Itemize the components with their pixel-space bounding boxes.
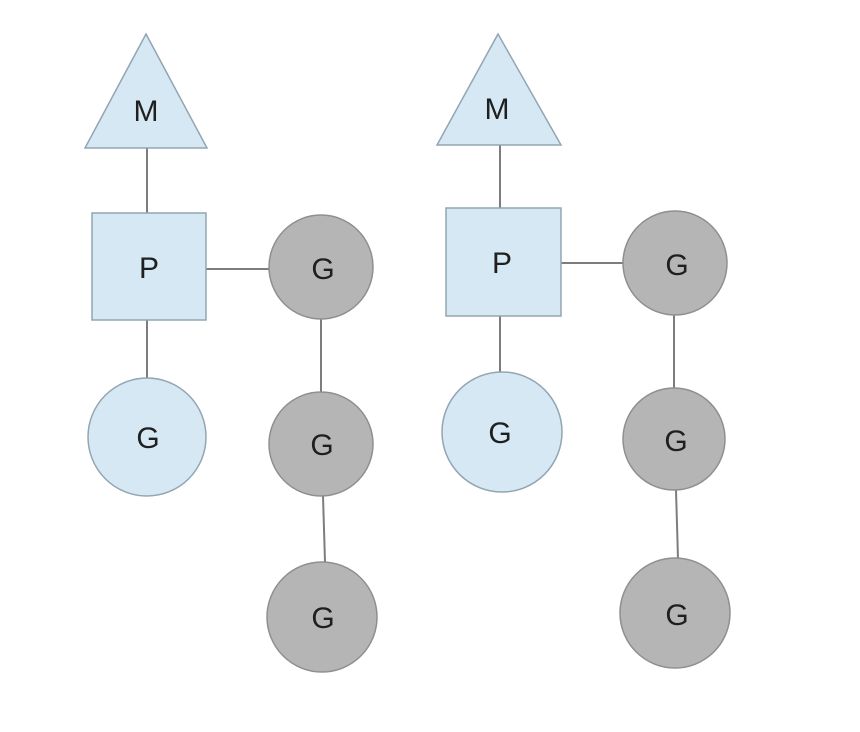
mother-label: M: [134, 95, 159, 128]
relative-2-label: G: [310, 429, 333, 462]
relative-3-label: G: [665, 599, 688, 632]
edge-relative2-relative3: [322, 495, 326, 563]
relative-circle-1: [268, 214, 374, 320]
relative-circle-3: [619, 557, 731, 669]
edge-relative2-relative3: [675, 489, 679, 560]
proband-label: P: [492, 247, 512, 280]
mother-triangle: [83, 32, 209, 149]
pedigree-1: M P G G G G: [83, 32, 378, 673]
relative-circle-2: [268, 391, 374, 497]
pedigree-2: M P G G G G: [435, 32, 731, 669]
relative-circle-3: [266, 561, 378, 673]
mother-label: M: [485, 93, 510, 126]
relative-1-label: G: [311, 253, 334, 286]
proband-label: P: [139, 252, 159, 285]
mother-triangle: [435, 32, 563, 146]
child-label: G: [488, 417, 511, 450]
relative-2-label: G: [664, 425, 687, 458]
relative-3-label: G: [311, 602, 334, 635]
relative-circle-1: [622, 210, 728, 316]
proband-square: [91, 212, 207, 321]
child-circle: [441, 371, 563, 493]
relative-1-label: G: [665, 249, 688, 282]
child-label: G: [136, 422, 159, 455]
relative-circle-2: [622, 387, 726, 491]
child-circle: [87, 377, 207, 497]
proband-square: [445, 207, 562, 317]
